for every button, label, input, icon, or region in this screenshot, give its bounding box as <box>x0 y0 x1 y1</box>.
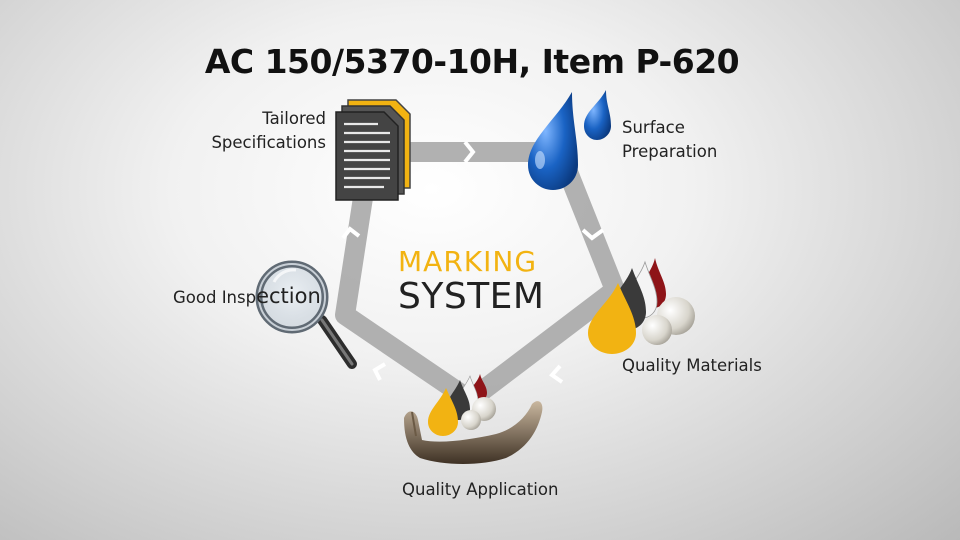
page-title: AC 150/5370-10H, Item P-620 <box>204 42 740 81</box>
stage-good-inspection-magnified: ection <box>256 284 321 308</box>
center-label: MARKING SYSTEM <box>398 246 545 316</box>
chevron-down-icon <box>581 228 605 241</box>
stage-surface-preparation: Surface Preparation <box>622 116 782 164</box>
water-drops-icon <box>528 90 611 190</box>
stage-quality-materials: Quality Materials <box>622 356 762 375</box>
stage-quality-application: Quality Application <box>402 480 559 499</box>
chevron-left-icon <box>549 364 564 384</box>
stage-good-inspection-prefix: Good Insp <box>173 288 257 307</box>
stage-label-line: Surface <box>622 118 685 137</box>
cycle-band <box>335 142 625 410</box>
chevron-left-icon <box>372 362 387 381</box>
documents-icon <box>335 99 411 201</box>
chevron-right-icon <box>463 140 476 164</box>
stage-good-inspection: Good Inspection <box>173 284 321 310</box>
chevron-up-icon <box>341 226 361 240</box>
stage-tailored-specifications: Tailored Specifications <box>200 107 326 155</box>
stage-label-line: Tailored <box>262 109 326 128</box>
stage-label-line: Specifications <box>211 133 326 152</box>
center-label-line1: MARKING <box>398 245 538 278</box>
center-label-line2: SYSTEM <box>398 276 545 317</box>
magnifier-icon <box>255 260 357 369</box>
hand-paint-icon <box>404 374 543 464</box>
stage-label-line: Preparation <box>622 142 718 161</box>
paint-drops-icon <box>588 258 695 354</box>
